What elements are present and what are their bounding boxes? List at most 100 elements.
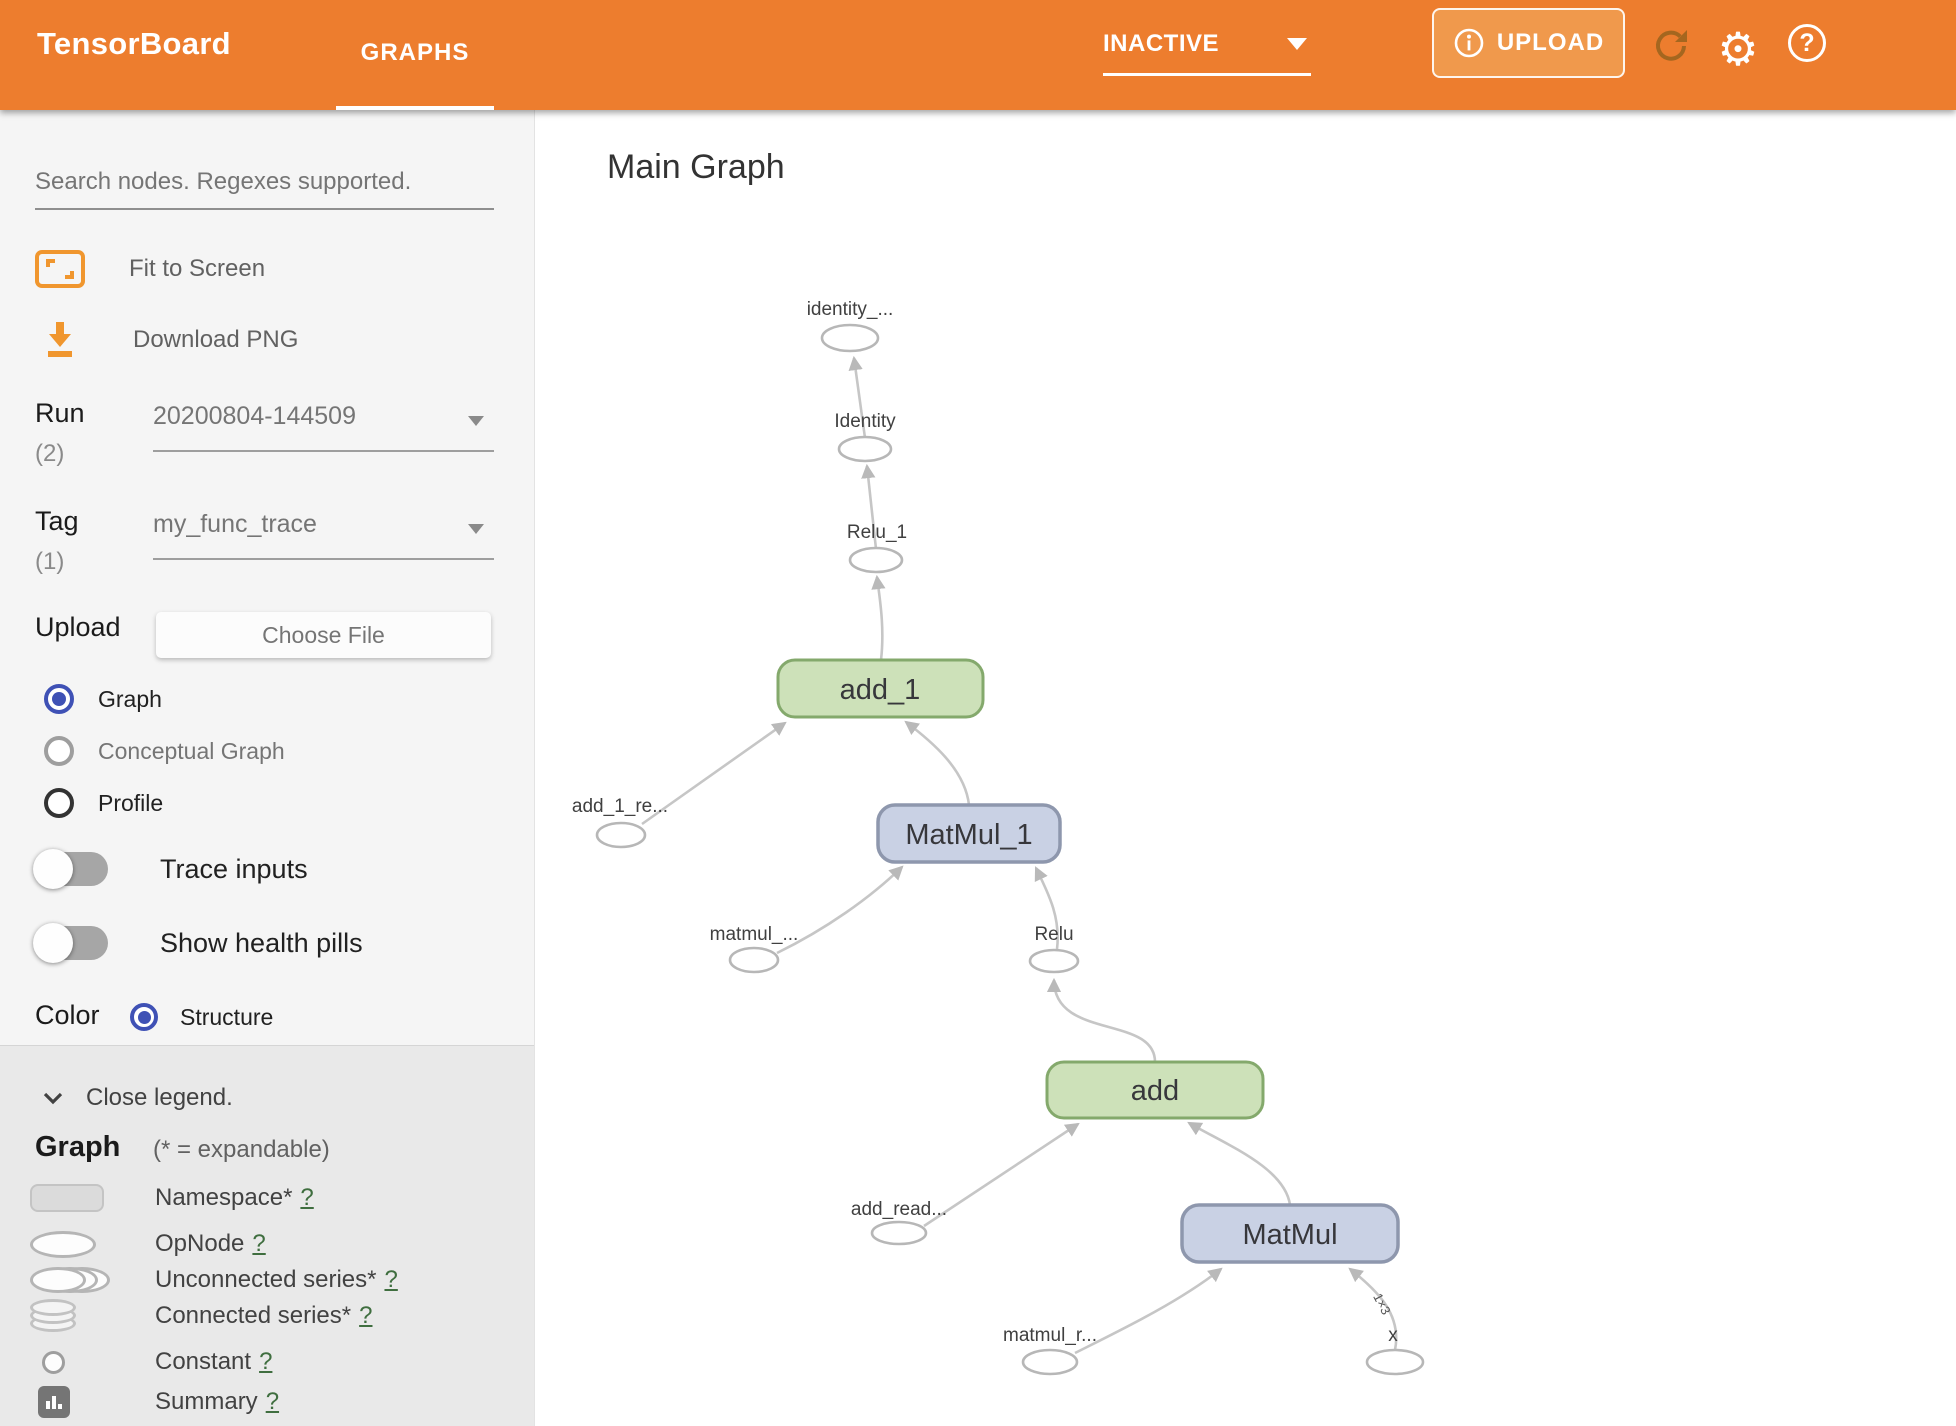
help-link[interactable]: ? [300, 1184, 314, 1211]
help-link[interactable]: ? [384, 1266, 398, 1293]
node-identity[interactable] [837, 435, 893, 463]
node-relu[interactable] [1028, 948, 1080, 974]
summary-swatch-icon [38, 1386, 70, 1418]
help-link[interactable]: ? [252, 1230, 266, 1257]
upload-button[interactable]: UPLOAD [1432, 8, 1625, 78]
chevron-down-icon [468, 416, 484, 426]
radio-graph[interactable]: Graph [44, 684, 162, 714]
download-icon [43, 320, 77, 360]
radio-conceptual-graph[interactable]: Conceptual Graph [44, 736, 285, 766]
node-label: add_1_re... [572, 796, 668, 817]
show-health-pills-toggle[interactable]: Show health pills [33, 923, 363, 963]
help-link[interactable]: ? [259, 1348, 273, 1375]
node-label: MatMul [1242, 1219, 1337, 1251]
run-status-dropdown[interactable]: INACTIVE [1103, 26, 1311, 76]
info-icon [1453, 27, 1485, 59]
help-button[interactable]: ? [1788, 24, 1826, 62]
app-header: TensorBoard GRAPHS INACTIVE UPLOAD [0, 0, 1956, 110]
chevron-down-icon [468, 524, 484, 534]
search-input[interactable] [35, 162, 494, 210]
edge-add1re-to-add1 [641, 721, 787, 826]
edge-relu1-to-identity [861, 463, 878, 550]
node-label: Relu_1 [847, 522, 907, 543]
color-structure-radio[interactable]: Structure [130, 1003, 273, 1031]
question-mark-icon: ? [1799, 28, 1815, 57]
run-count: (2) [35, 440, 65, 467]
edge-identity-to-identity-t [848, 355, 867, 439]
node-add-1-re[interactable] [595, 821, 647, 849]
legend-label: Summary [155, 1388, 258, 1415]
node-x[interactable] [1365, 1348, 1425, 1376]
legend-item-unconnected-series: Unconnected series*? [0, 1260, 534, 1300]
dropdown-underline [1103, 73, 1311, 76]
settings-button[interactable]: ⚙ [1712, 18, 1764, 80]
close-legend-label: Close legend. [86, 1084, 233, 1111]
edge-relu-to-matmul1 [1034, 866, 1059, 950]
help-link[interactable]: ? [265, 1388, 280, 1415]
fit-to-screen-label: Fit to Screen [129, 255, 266, 282]
legend-label: Constant [155, 1348, 252, 1375]
node-label: Identity [834, 411, 896, 432]
legend-item-namespace: Namespace*? [0, 1178, 534, 1218]
run-status-value: INACTIVE [1103, 30, 1220, 57]
trace-inputs-toggle[interactable]: Trace inputs [33, 849, 308, 889]
trace-inputs-label: Trace inputs [160, 853, 308, 884]
run-select-value: 20200804-144509 [153, 402, 356, 430]
legend-label: Connected series* [155, 1302, 352, 1329]
node-label: add [1131, 1075, 1179, 1107]
close-legend-button[interactable]: Close legend. [42, 1084, 233, 1112]
node-label: Relu [1034, 924, 1073, 945]
edge-add-to-relu [1046, 977, 1157, 1063]
opnode-ellipses [595, 323, 1425, 1376]
tab-graphs[interactable]: GRAPHS [336, 0, 494, 106]
upload-button-label: UPLOAD [1496, 29, 1605, 56]
refresh-button[interactable] [1650, 24, 1694, 68]
help-link[interactable]: ? [359, 1302, 373, 1329]
node-matmul[interactable] [1180, 1203, 1400, 1264]
graph-legend: Close legend. Graph (* = expandable) Nam… [0, 1045, 534, 1426]
tab-graphs-label: GRAPHS [360, 39, 470, 66]
download-png-label: Download PNG [133, 326, 299, 353]
node-add[interactable] [1045, 1060, 1265, 1120]
tag-select[interactable]: my_func_trace [153, 508, 494, 560]
node-add-read[interactable] [870, 1220, 928, 1246]
legend-title: Graph [35, 1131, 121, 1163]
connected-series-swatch-icon [30, 1299, 80, 1333]
legend-item-connected-series: Connected series*? [0, 1296, 534, 1336]
node-matmul-r[interactable] [1021, 1348, 1079, 1376]
color-by-label: Color [35, 1000, 100, 1030]
legend-label: Namespace* [155, 1184, 293, 1211]
graph-edges [641, 355, 1398, 1355]
unconnected-series-swatch-icon [30, 1267, 110, 1293]
toggle-off-icon [33, 849, 110, 889]
fit-to-screen-button[interactable]: Fit to Screen [35, 250, 265, 288]
node-identity-t[interactable] [820, 323, 880, 353]
radio-profile[interactable]: Profile [44, 788, 163, 818]
app-logo: TensorBoard [37, 26, 231, 61]
legend-item-opnode: OpNode? [0, 1224, 534, 1264]
node-label: MatMul_1 [905, 819, 1032, 851]
choose-file-button[interactable]: Choose File [156, 612, 491, 658]
radio-selected-icon [44, 684, 74, 714]
download-png-button[interactable]: Download PNG [35, 320, 298, 360]
opnode-swatch-icon [30, 1230, 96, 1258]
node-matmul-t[interactable] [728, 946, 780, 974]
op-rect-nodes [776, 658, 1400, 1264]
node-relu-1[interactable] [848, 546, 904, 574]
main-graph-title: Main Graph [607, 148, 785, 186]
edge-addread-to-add [923, 1122, 1080, 1228]
legend-label: OpNode [155, 1230, 245, 1257]
node-matmul-1[interactable] [876, 803, 1062, 864]
node-add-1[interactable] [776, 658, 985, 719]
edge-x-to-matmul [1348, 1267, 1398, 1351]
graph-canvas[interactable]: Main Graph [534, 110, 1956, 1426]
dataflow-graph: 1×3 identity_... [572, 299, 1425, 1376]
legend-item-constant: Constant? [0, 1342, 534, 1382]
edge-matmult-to-matmul1 [776, 865, 904, 955]
upload-file-label: Upload [35, 612, 121, 642]
fit-to-screen-icon [35, 250, 85, 288]
radio-selected-icon [130, 1003, 158, 1031]
node-label: x [1388, 1325, 1398, 1346]
run-select[interactable]: 20200804-144509 [153, 400, 494, 452]
